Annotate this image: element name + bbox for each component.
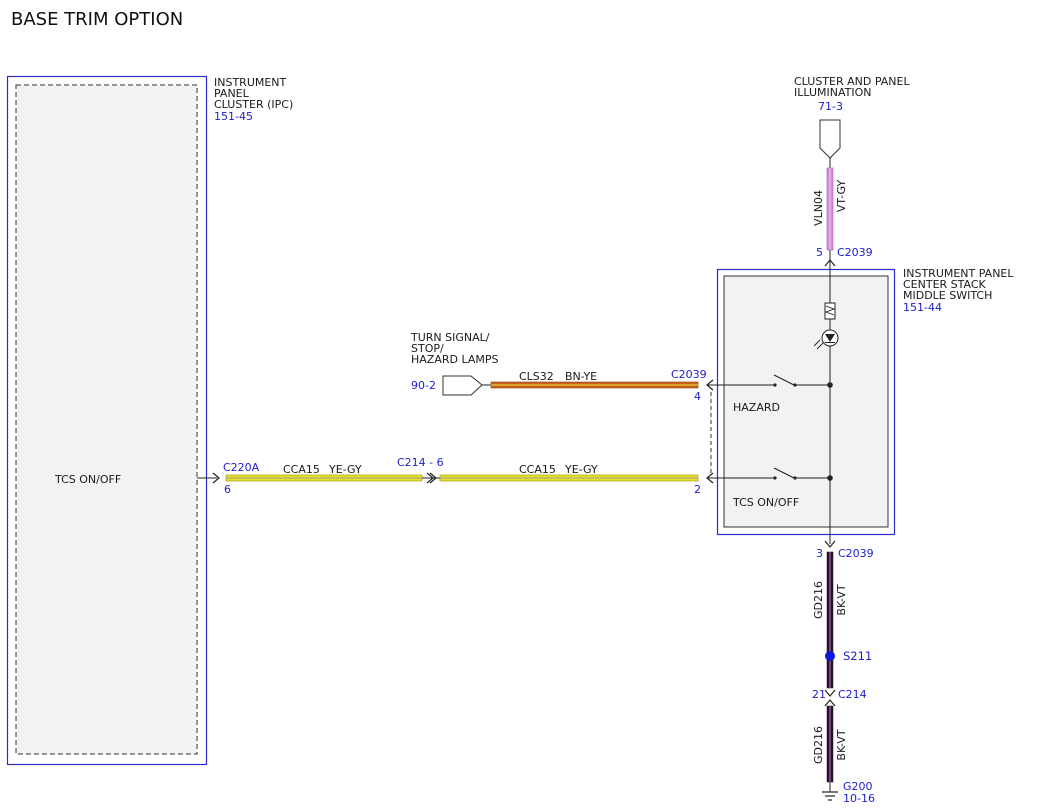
switch-tcs-label: TCS ON/OFF: [732, 496, 799, 509]
wire-cls32-circuit: CLS32: [519, 370, 554, 383]
wire-gd216-lower-circuit: GD216: [812, 726, 825, 764]
c2039-hazard-pin: 4: [694, 390, 701, 403]
led-ray-2: [813, 339, 821, 347]
tcs-switch-contact-left: [773, 476, 777, 480]
c2039-bottom-name: C2039: [838, 547, 874, 560]
switch-name-line-2: CENTER STACK: [903, 278, 987, 291]
turn-name-line-3: HAZARD LAMPS: [411, 353, 498, 366]
wire-cca15-left-circuit: CCA15: [283, 463, 320, 476]
c214-inline-arrow-left-icon: [426, 472, 434, 484]
switch-inner-box: [723, 275, 889, 528]
tcs-circuit: C220A 6 CCA15 YE-GY C214 - 6 CCA15 YE-GY…: [197, 456, 714, 496]
c2039-top-name: C2039: [837, 246, 873, 259]
c2039-bottom-arrow-icon: [824, 540, 836, 548]
c214-inline-name: C214 - 6: [397, 456, 444, 469]
switch-component: INSTRUMENT PANEL CENTER STACK MIDDLE SWI…: [708, 262, 1014, 544]
c220a-name: C220A: [223, 461, 260, 474]
turn-signal-component: TURN SIGNAL/ STOP/ HAZARD LAMPS 90-2 CLS…: [410, 331, 714, 403]
c220a-pin: 6: [224, 483, 231, 496]
ipc-component: TCS ON/OFF INSTRUMENT PANEL CLUSTER (IPC…: [6, 75, 293, 766]
wire-gd216-upper-circuit: GD216: [812, 581, 825, 619]
c2039-tcs-arrow-icon: [706, 472, 714, 484]
illum-name-line-2: ILLUMINATION: [794, 86, 872, 99]
switch-outer-border: [716, 268, 896, 536]
wire-cca15-left-color: YE-GY: [328, 463, 362, 476]
ipc-name-line-3: CLUSTER (IPC): [214, 98, 293, 111]
ground-circuit: 3 C2039 GD216 BK-VT S211 21 C214 GD216 B…: [812, 540, 875, 805]
ground-ref: 10-16: [843, 792, 875, 805]
turn-ref: 90-2: [411, 379, 436, 392]
splice-s211-name: S211: [843, 649, 872, 663]
wire-cca15-right-circuit: CCA15: [519, 463, 556, 476]
turn-name-line-1: TURN SIGNAL/: [410, 331, 490, 344]
ipc-name-line-1: INSTRUMENT: [214, 76, 287, 89]
switch-name-line-1: INSTRUMENT PANEL: [903, 267, 1014, 280]
c214-ground-arrow-up-icon: [824, 699, 836, 707]
switch-name-line-3: MIDDLE SWITCH: [903, 289, 992, 302]
led-triangle: [825, 334, 835, 342]
ipc-tcs-label: TCS ON/OFF: [54, 473, 121, 486]
tcs-switch-blade: [773, 467, 795, 479]
ground-symbol-icon: [822, 791, 838, 801]
splice-s211-icon: [825, 651, 835, 661]
c214-ground-arrow-down-icon: [824, 689, 836, 697]
wire-gd216-lower-color: BK-VT: [835, 729, 848, 760]
wire-cca15-right-color: YE-GY: [564, 463, 598, 476]
ipc-outer-border: [6, 75, 208, 766]
wire-gd216-upper-color: BK-VT: [835, 584, 848, 615]
ipc-inner-box: [15, 84, 198, 755]
wire-vln04-color: VT-GY: [835, 180, 848, 213]
c214-ground-pin: 21: [812, 688, 826, 701]
diagram-title: BASE TRIM OPTION: [11, 9, 183, 30]
resistor-zigzag: [824, 305, 836, 316]
c220a-arrow-icon: [212, 472, 220, 484]
illum-ref: 71-3: [818, 100, 843, 113]
ground-name: G200: [843, 780, 873, 793]
switch-hazard-label: HAZARD: [733, 401, 780, 414]
c2039-top-pin: 5: [816, 246, 823, 259]
ipc-name-line-2: PANEL: [214, 87, 250, 100]
wire-vln04-circuit: VLN04: [812, 190, 825, 226]
led-ray-1: [816, 342, 824, 350]
resistor-icon: [824, 302, 836, 320]
c2039-hazard-name: C2039: [671, 368, 707, 381]
c214-inline-arrow-right-icon: [429, 472, 437, 484]
wire-cls32-color: BN-YE: [565, 370, 597, 383]
c2039-hazard-arrow-icon: [706, 379, 714, 391]
turn-connector-icon: [442, 375, 483, 396]
illum-connector-icon: [819, 119, 841, 159]
turn-name-line-2: STOP/: [411, 342, 444, 355]
ipc-ref: 151-45: [214, 110, 253, 123]
c2039-tcs-pin: 2: [694, 483, 701, 496]
illumination-component: CLUSTER AND PANEL ILLUMINATION 71-3 VLN0…: [794, 75, 910, 267]
hazard-switch-contact-left: [773, 383, 777, 387]
c2039-top-arrow-icon: [824, 259, 836, 267]
tcs-junction: [827, 475, 833, 481]
hazard-switch-blade: [773, 374, 795, 386]
c2039-bottom-pin: 3: [816, 547, 823, 560]
illum-name-line-1: CLUSTER AND PANEL: [794, 75, 910, 88]
switch-ref: 151-44: [903, 301, 942, 314]
c214-ground-name: C214: [838, 688, 867, 701]
hazard-junction: [827, 382, 833, 388]
